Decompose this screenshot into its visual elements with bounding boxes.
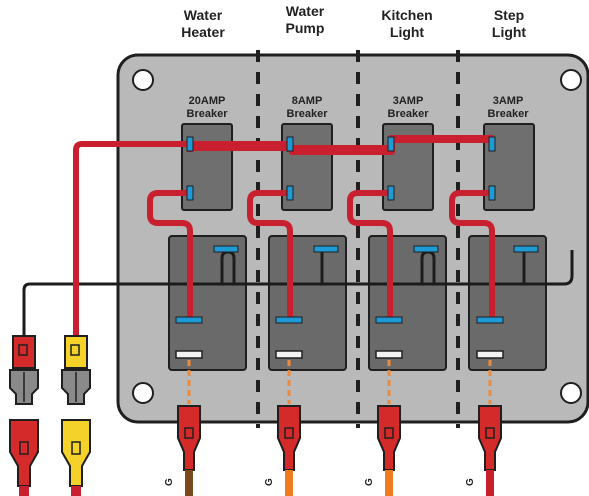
red-loop-3 bbox=[347, 190, 393, 318]
output-connector-3: G bbox=[364, 405, 401, 496]
output-connector-4: G bbox=[465, 405, 502, 496]
switch-4 bbox=[468, 235, 547, 371]
breaker-terminal-4-top bbox=[488, 136, 496, 152]
title-water-pump-line1: Water bbox=[286, 3, 325, 19]
switch-mid-terminal-3 bbox=[375, 316, 403, 324]
switch-mid-terminal-2 bbox=[275, 316, 303, 324]
output-terminal-1 bbox=[175, 350, 203, 359]
switch-top-terminal-3 bbox=[413, 245, 439, 253]
output-leads bbox=[187, 360, 492, 404]
red-wire-connector bbox=[61, 335, 91, 496]
red-loop-2 bbox=[247, 190, 293, 318]
input-connectors bbox=[9, 335, 91, 496]
switch-mid-terminal-4 bbox=[476, 316, 504, 324]
black-wire bbox=[22, 250, 574, 335]
black-wire-connector bbox=[9, 335, 39, 496]
breaker-word-4: Breaker bbox=[488, 108, 530, 120]
switch-mid-terminal-1 bbox=[175, 316, 203, 324]
breaker-word-3: Breaker bbox=[388, 108, 430, 120]
ground-label-3: G bbox=[364, 478, 375, 486]
title-step-light-line1: Step bbox=[494, 7, 524, 23]
breaker-3 bbox=[382, 123, 434, 211]
mounting-hole-top-left bbox=[132, 69, 154, 91]
output-connector-1: G bbox=[164, 405, 201, 496]
red-loop-1 bbox=[147, 190, 193, 318]
mounting-holes bbox=[132, 69, 582, 404]
output-terminal-4 bbox=[476, 350, 504, 359]
output-connectors: G G G G bbox=[164, 405, 502, 496]
title-kitchen-light-line1: Kitchen bbox=[381, 7, 432, 23]
mounting-hole-bottom-left bbox=[132, 382, 154, 404]
ground-label-4: G bbox=[465, 478, 476, 486]
switch-terminals bbox=[175, 245, 539, 324]
ground-label-2: G bbox=[264, 478, 275, 486]
mounting-hole-bottom-right bbox=[560, 382, 582, 404]
breaker-rating-3: 3AMP bbox=[393, 95, 424, 107]
title-water-pump-line2: Pump bbox=[286, 20, 325, 36]
column-titles: Water Heater Water Pump Kitchen Light St… bbox=[181, 3, 526, 40]
breaker-terminal-2-top bbox=[286, 136, 294, 152]
output-connector-2: G bbox=[264, 405, 301, 496]
breaker-terminal-1-bottom bbox=[186, 185, 194, 201]
breaker-word-1: Breaker bbox=[187, 108, 229, 120]
breaker-labels: 20AMP Breaker 8AMP Breaker 3AMP Breaker … bbox=[187, 95, 530, 120]
switch-output-terminals bbox=[175, 350, 504, 359]
output-terminal-3 bbox=[375, 350, 403, 359]
title-water-heater-line2: Heater bbox=[181, 24, 225, 40]
breaker-word-2: Breaker bbox=[287, 108, 329, 120]
column-dividers bbox=[256, 50, 460, 428]
switch-2 bbox=[268, 235, 347, 371]
title-step-light-line2: Light bbox=[492, 24, 527, 40]
switch-top-terminal-2 bbox=[313, 245, 339, 253]
switch-top-terminal-4 bbox=[513, 245, 539, 253]
red-loop-wires bbox=[147, 190, 495, 318]
breaker-rating-4: 3AMP bbox=[493, 95, 524, 107]
breaker-terminal-3-bottom bbox=[387, 185, 395, 201]
breaker-rating-1: 20AMP bbox=[189, 95, 226, 107]
breaker-terminal-3-top bbox=[387, 136, 395, 152]
red-loop-4 bbox=[449, 190, 495, 318]
breaker-terminals bbox=[186, 136, 496, 201]
title-kitchen-light-line2: Light bbox=[390, 24, 425, 40]
output-terminal-2 bbox=[275, 350, 303, 359]
breaker-rating-2: 8AMP bbox=[292, 95, 323, 107]
breaker-terminal-4-bottom bbox=[488, 185, 496, 201]
breaker-terminal-2-bottom bbox=[286, 185, 294, 201]
switch-top-terminal-1 bbox=[213, 245, 239, 253]
mounting-hole-top-right bbox=[560, 69, 582, 91]
breaker-4 bbox=[483, 123, 535, 211]
ground-label-1: G bbox=[164, 478, 175, 486]
breaker-terminal-1-top bbox=[186, 136, 194, 152]
title-water-heater-line1: Water bbox=[184, 7, 223, 23]
